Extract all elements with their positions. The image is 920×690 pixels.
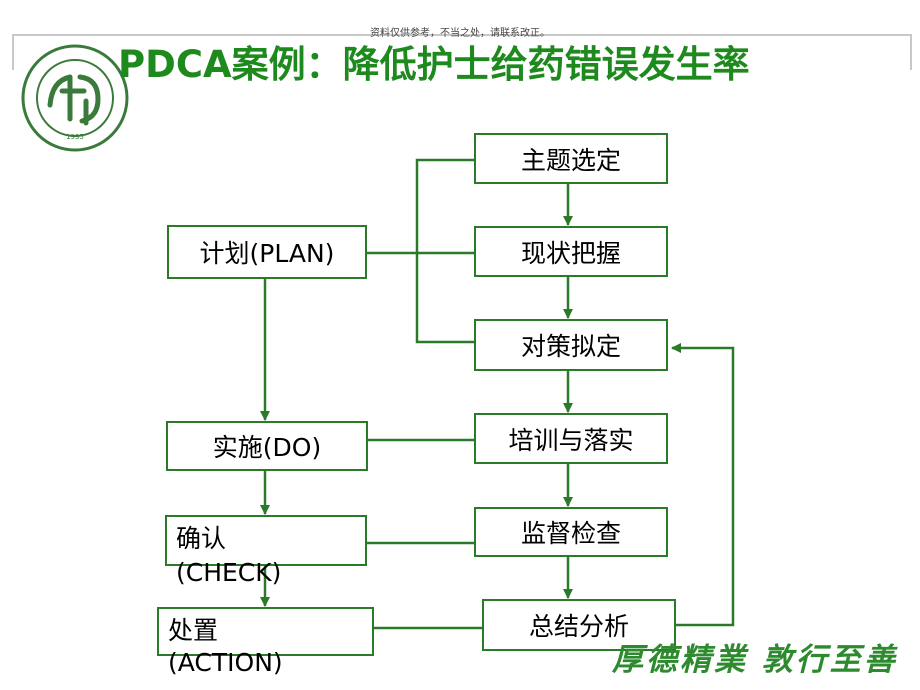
step-countermeasures: 对策拟定 (474, 319, 668, 371)
hospital-logo: 1935 (21, 44, 129, 152)
logo-year: 1935 (66, 133, 84, 141)
feedback-loop (671, 343, 735, 627)
phase-action-en: (ACTION) (168, 648, 283, 677)
page-title: PDCA案例：降低护士给药错误发生率 (118, 43, 750, 86)
watermark-text: 资料仅供参考，不当之处，请联系改正。 (370, 28, 550, 39)
phase-action: 处置 (ACTION) (157, 607, 374, 677)
step-topic-selection: 主题选定 (474, 133, 668, 184)
step-supervision: 监督检查 (474, 507, 668, 557)
motto-text: 厚德精業 敦行至善 (612, 642, 898, 678)
step-current-status: 现状把握 (474, 226, 668, 277)
phase-plan: 计划(PLAN) (167, 225, 367, 279)
phase-check: 确认 (CHECK) (165, 515, 367, 587)
header-frame (12, 34, 912, 70)
phase-action-cn: 处置 (168, 616, 219, 645)
plan-bracket (415, 158, 474, 344)
step-training: 培训与落实 (474, 413, 668, 464)
step-summary: 总结分析 (482, 599, 676, 651)
phase-do: 实施(DO) (166, 421, 368, 471)
phase-check-en: (CHECK) (176, 558, 282, 587)
phase-check-cn: 确认 (176, 524, 227, 553)
